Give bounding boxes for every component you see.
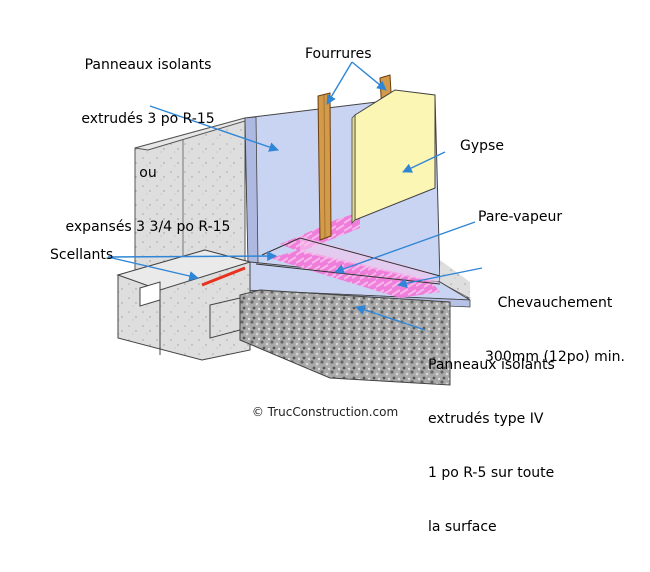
label-scellants: Scellants [50,247,114,263]
leader-arrows [107,61,483,331]
sealant-strip [201,266,246,287]
label-panneaux-plancher-line4: la surface [428,519,497,535]
arrow-panneaux-mur [149,105,279,152]
arrow-panneaux-plancher [355,305,426,331]
label-panneaux-mur-line2: extrudés 3 po R-15 [81,111,215,127]
label-panneaux-mur-line3: ou [139,165,157,181]
label-chevauchement-line1: Chevauchement [497,295,613,311]
arrow-scellants-2 [107,251,277,261]
basement-wall-insulation-illustration [107,61,483,386]
label-panneaux-plancher-line3: 1 po R-5 sur toute [428,465,555,481]
label-fourrures: Fourrures [305,46,372,62]
arrow-fourrures-2 [351,61,387,91]
label-gypse: Gypse [460,138,504,154]
diagram-stage: Panneaux isolants extrudés 3 po R-15 ou … [38,20,640,535]
label-panneaux-plancher-line1: Panneaux isolants [428,357,555,373]
label-panneaux-plancher: Panneaux isolants extrudés type IV 1 po … [428,320,555,572]
label-chevauchement: Chevauchement 300mm (12po) min. [470,258,640,402]
arrow-chevauchement [397,267,483,289]
label-panneaux-plancher-line2: extrudés type IV [428,411,544,427]
label-panneaux-mur-line1: Panneaux isolants [84,57,212,73]
label-panneaux-mur: Panneaux isolants extrudés 3 po R-15 ou … [38,20,258,272]
label-panneaux-mur-line4: expansés 3 3/4 po R-15 [65,219,231,235]
copyright-text: © TrucConstruction.com [251,405,399,419]
arrow-fourrures-1 [326,61,353,105]
gravel-fill [239,289,451,386]
arrow-pare-vapeur [334,221,476,274]
arrow-gypse [402,151,446,173]
label-pare-vapeur: Pare-vapeur [478,209,563,225]
label-chevauchement-line2: 300mm (12po) min. [485,349,625,365]
arrow-scellants-1 [107,256,199,281]
gypsum-board [351,89,436,224]
